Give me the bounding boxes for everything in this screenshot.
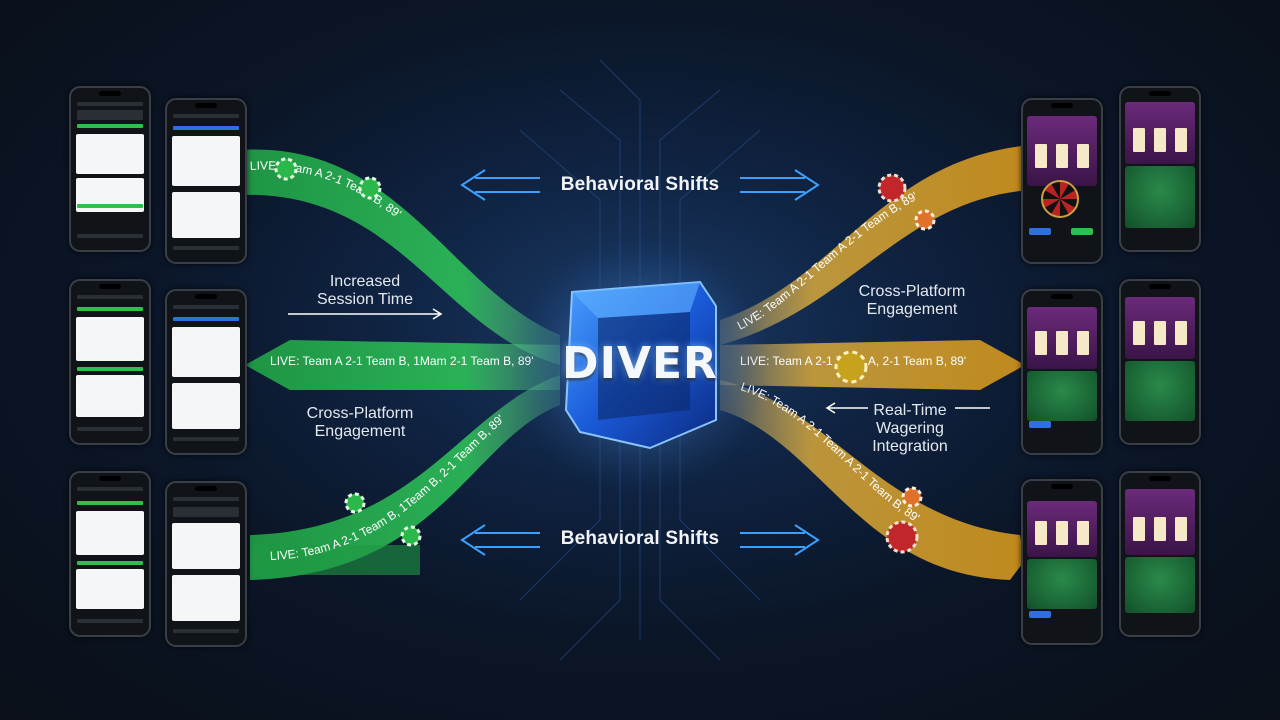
phone-mockup [165, 98, 247, 264]
cross-platform-right-label: Cross-Platform Engagement [832, 283, 992, 319]
label-line: Cross-Platform [306, 405, 414, 422]
label-line: Session Time [316, 291, 414, 308]
arrow-left-right-icon [460, 169, 820, 201]
phone-mockup [165, 481, 247, 647]
real-time-wagering-label: Real-Time Wagering Integration [845, 402, 975, 456]
cross-platform-left-label: Cross-Platform Engagement [280, 405, 440, 441]
phone-mockup [69, 86, 151, 252]
phone-mockup [165, 289, 247, 455]
diver-cube-logo [510, 235, 770, 495]
label-line: Integration [872, 438, 948, 455]
behavioral-shifts-bottom: Behavioral Shifts [560, 528, 720, 549]
label-line: Increased [329, 273, 401, 290]
brand-name: DIVER [562, 338, 718, 389]
label-line: Engagement [314, 423, 406, 440]
stream-text-green-middle: LIVE: Team A 2-1 Team B, 1Mam 2-1 Team B… [270, 354, 534, 368]
phone-mockup [1119, 86, 1201, 252]
phone-mockup [1021, 479, 1103, 645]
green-streams [240, 149, 560, 580]
phone-mockup [1021, 98, 1103, 264]
label-line: Real-Time [873, 402, 947, 419]
label-line: Wagering [876, 420, 944, 437]
casino-chip-icon [274, 157, 936, 554]
arrow-right-icon [288, 308, 443, 320]
arrow-left-icon [825, 402, 990, 414]
phone-mockup [1119, 279, 1201, 445]
behavioral-shifts-top: Behavioral Shifts [560, 174, 720, 195]
phone-mockup [69, 471, 151, 637]
phone-mockup [1021, 289, 1103, 455]
label-line: Cross-Platform [858, 283, 966, 300]
increased-session-time-label: Increased Session Time [290, 273, 440, 309]
arrow-left-right-icon [460, 524, 820, 556]
gold-streams [720, 145, 1030, 580]
label-line: Engagement [866, 301, 958, 318]
phone-mockup [1119, 471, 1201, 637]
phone-mockup [69, 279, 151, 445]
